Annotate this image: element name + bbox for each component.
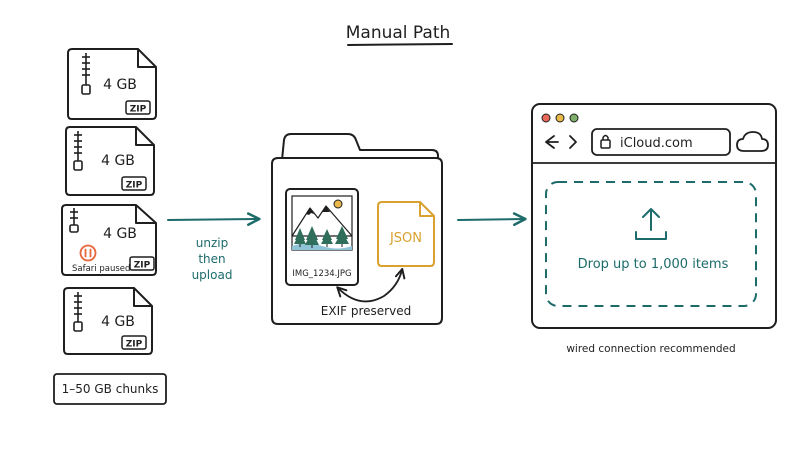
drop-zone-text: Drop up to 1,000 items [578, 257, 729, 272]
zip-file-card: 4 GB ZIP [63, 287, 153, 355]
step-label-line-2: then [198, 252, 225, 266]
file-size: 4 GB [101, 314, 135, 330]
pause-icon [79, 244, 97, 262]
file-size: 4 GB [103, 226, 137, 242]
step-label-line-3: upload [192, 268, 233, 282]
file-size: 4 GB [101, 153, 135, 169]
forward-arrow-icon [569, 135, 577, 149]
zip-badge: ZIP [130, 105, 147, 115]
file-status: Safari paused [72, 264, 130, 274]
zipper-icon [81, 53, 91, 95]
drop-zone [545, 181, 757, 307]
title-underline [347, 43, 453, 46]
exif-label: EXIF preserved [321, 304, 411, 318]
back-arrow-icon [545, 135, 559, 149]
maximize-dot [569, 113, 579, 123]
browser-window: iCloud.com Drop up to 1,000 items [531, 103, 777, 329]
zipper-icon [73, 131, 83, 171]
chunk-label: 1–50 GB chunks [62, 382, 159, 396]
zipper-icon [69, 208, 79, 233]
photo-file-card: IMG_1234.JPG [285, 188, 359, 286]
address-url: iCloud.com [620, 136, 693, 151]
close-dot [541, 113, 551, 123]
step-label-line-1: unzip [196, 236, 228, 250]
zip-file-card: 4 GB Safari paused ZIP [61, 204, 157, 276]
page-title: Manual Path [346, 23, 451, 43]
flow-arrow-2 [457, 212, 527, 227]
cloud-icon [736, 131, 769, 152]
zip-badge: ZIP [126, 181, 143, 191]
zip-badge: ZIP [126, 340, 143, 350]
chunk-label-box [53, 373, 167, 405]
zip-file-card: 4 GB ZIP [67, 48, 157, 120]
exif-link-arrow [336, 267, 406, 303]
file-size: 4 GB [103, 77, 137, 93]
lock-icon [600, 134, 611, 149]
zip-badge: ZIP [134, 261, 151, 271]
photo-file-name: IMG_1234.JPG [292, 269, 351, 279]
connection-note: wired connection recommended [566, 343, 735, 355]
json-file-card: JSON [377, 201, 435, 267]
address-bar [591, 128, 731, 156]
minimize-dot [555, 113, 565, 123]
zipper-icon [73, 292, 83, 332]
json-label: JSON [389, 231, 422, 246]
mountain-photo-icon [291, 195, 353, 251]
flow-arrow-1 [167, 212, 261, 226]
upload-arrow-icon [635, 208, 667, 240]
zip-file-card: 4 GB ZIP [65, 126, 155, 196]
